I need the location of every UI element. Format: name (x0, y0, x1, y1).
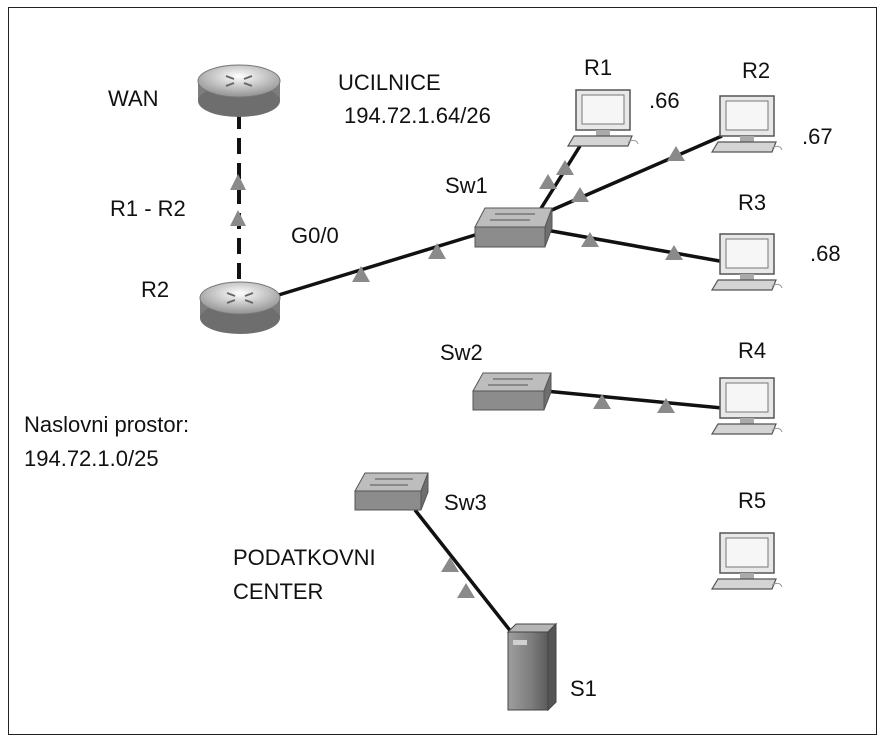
label-wan: WAN (108, 86, 159, 111)
switch-sw1-icon[interactable] (474, 207, 553, 248)
label-sw2: Sw2 (440, 340, 483, 365)
label-sw1: Sw1 (445, 173, 488, 198)
arrow (441, 557, 459, 572)
label-naslovni-prostor: Naslovni prostor: (24, 412, 190, 437)
router-r2-icon[interactable] (199, 281, 281, 334)
label-center: CENTER (233, 579, 324, 604)
label-ip-67: .67 (802, 124, 833, 149)
label-sw3: Sw3 (444, 490, 487, 515)
link-sw1-pc-r3 (545, 228, 726, 264)
arrow (539, 174, 557, 189)
pc-r1-icon[interactable] (566, 89, 639, 147)
arrow (556, 160, 574, 175)
pc-r4-icon[interactable] (710, 377, 783, 435)
pc-r5-icon[interactable] (710, 532, 783, 590)
arrow (428, 243, 446, 259)
arrow (657, 398, 675, 413)
arrow (581, 232, 599, 247)
arrow (230, 174, 246, 190)
pc-r2-icon[interactable] (710, 95, 783, 153)
link-r2-sw1 (271, 233, 476, 299)
label-ip-66: .66 (649, 88, 680, 113)
arrow (571, 187, 589, 202)
label-pc-r3: R3 (738, 190, 767, 215)
label-g0-0-interface: G0/0 (291, 223, 339, 248)
label-pc-r4: R4 (738, 338, 767, 363)
arrow (457, 583, 475, 598)
switch-sw3-icon[interactable] (354, 472, 429, 511)
label-r1-r2-link: R1 - R2 (110, 196, 186, 221)
router-wan-icon[interactable] (197, 64, 281, 117)
pc-r3-icon[interactable] (710, 233, 783, 291)
arrow (230, 210, 246, 226)
label-server-s1: S1 (570, 676, 597, 701)
arrow (667, 146, 685, 161)
arrow (593, 394, 611, 409)
diagram-frame (8, 7, 877, 735)
label-pc-r2: R2 (742, 58, 771, 83)
link-arrows (230, 146, 685, 598)
link-sw3-s1 (413, 508, 514, 635)
server-s1-icon[interactable] (506, 622, 558, 712)
label-ucilnice-network: 194.72.1.64/26 (344, 103, 491, 128)
link-sw1-pc-r1 (538, 145, 582, 211)
label-podatkovni: PODATKOVNI (233, 545, 376, 570)
label-pc-r5: R5 (738, 488, 767, 513)
link-sw2-pc-r4 (544, 389, 723, 410)
label-naslovni-network: 194.72.1.0/25 (24, 446, 159, 471)
arrow (665, 245, 683, 260)
label-pc-r1: R1 (584, 55, 613, 80)
arrow (352, 266, 370, 282)
switch-sw2-icon[interactable] (472, 372, 552, 411)
label-ucilnice: UCILNICE (338, 70, 441, 95)
label-router-r2: R2 (141, 277, 170, 302)
label-ip-68: .68 (810, 241, 841, 266)
